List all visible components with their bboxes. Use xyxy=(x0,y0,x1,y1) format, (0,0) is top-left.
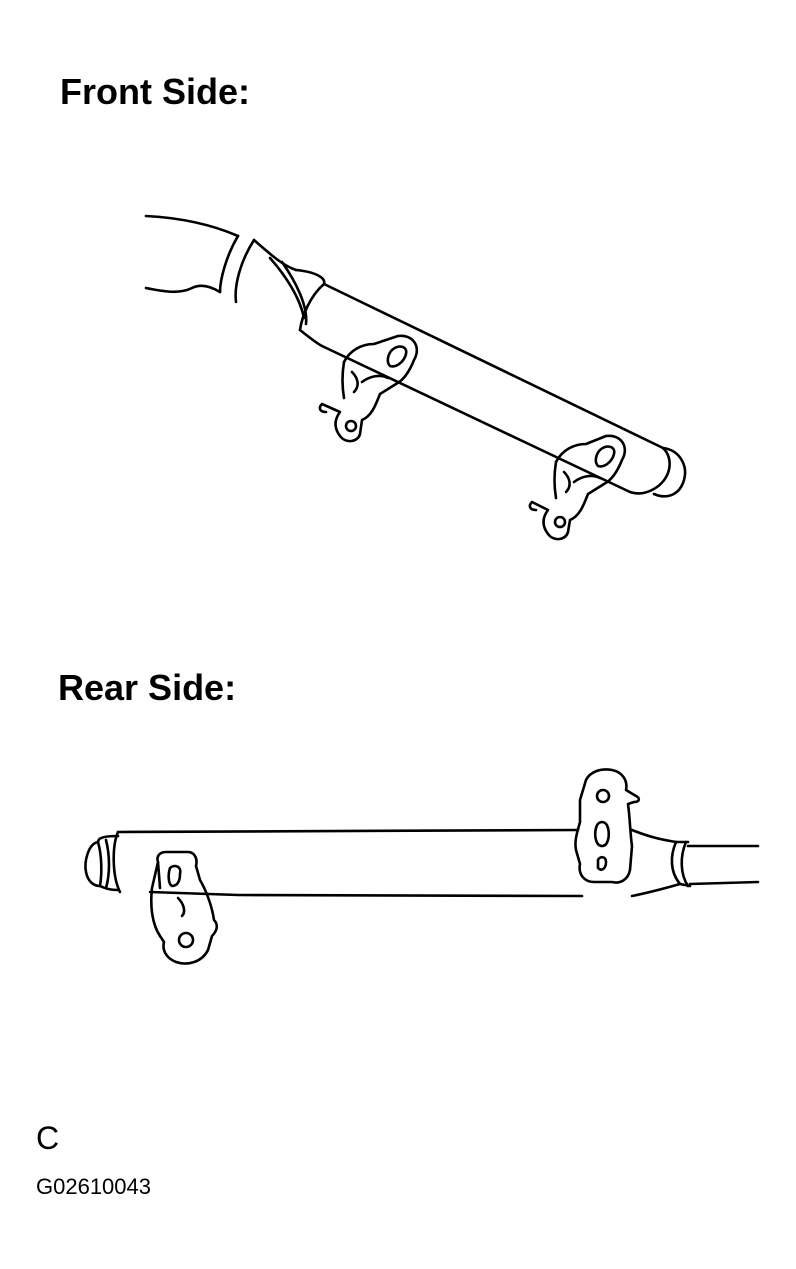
front-hose xyxy=(144,214,240,294)
front-side-heading: Front Side: xyxy=(60,71,250,112)
front-hose-connector xyxy=(218,234,326,348)
front-bracket-left xyxy=(318,334,419,443)
rear-side-illustration xyxy=(84,768,760,965)
front-bracket-right xyxy=(528,434,627,541)
rear-side-heading: Rear Side: xyxy=(58,667,237,708)
rear-pipe-end-cap xyxy=(84,834,120,892)
rear-pipe-body xyxy=(112,828,584,898)
view-letter-label: C xyxy=(36,1120,60,1156)
front-pipe-body xyxy=(320,282,687,498)
rear-bracket-right xyxy=(574,768,641,884)
rear-pipe-neck xyxy=(630,828,692,898)
rear-hose xyxy=(686,844,760,886)
rear-bracket-left xyxy=(149,850,219,965)
front-side-illustration xyxy=(144,214,687,541)
figure-id-label: G02610043 xyxy=(36,1174,151,1199)
